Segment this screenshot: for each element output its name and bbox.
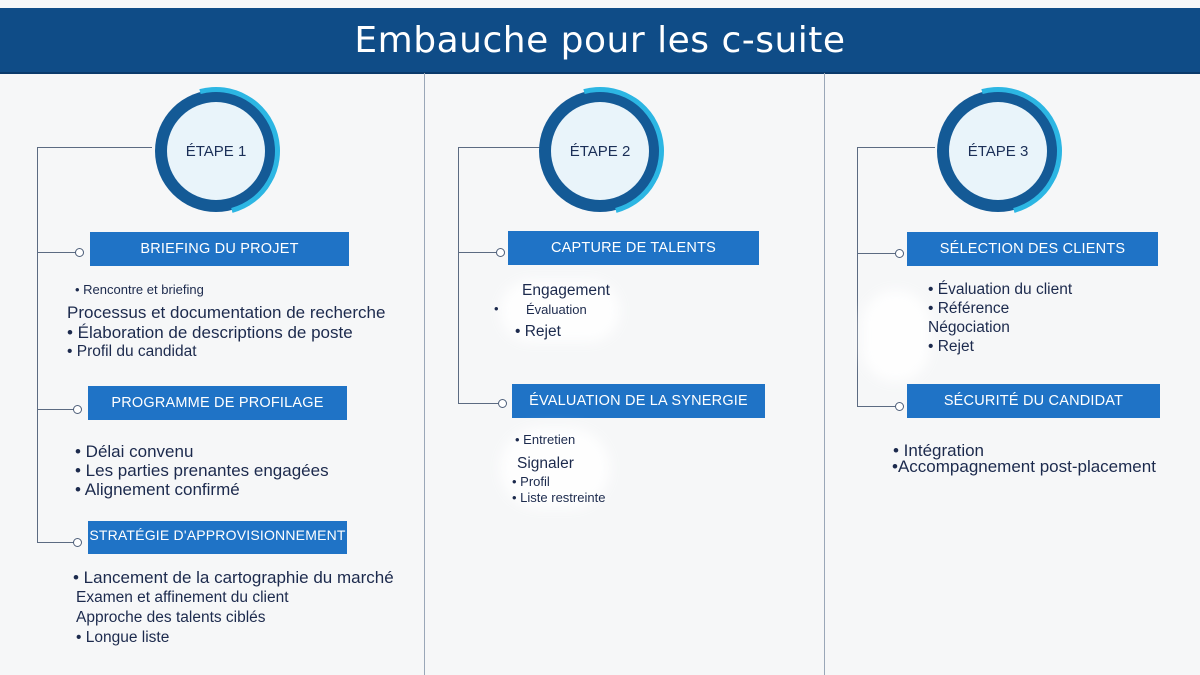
connector-horizontal [458,403,498,404]
connector-horizontal [37,542,75,543]
column-divider [424,73,425,675]
list-item: • Profil [512,474,550,489]
list-item: • Rencontre et briefing [75,282,204,297]
connector-node [73,538,82,547]
step-box-briefing: BRIEFING DU PROJET [90,232,349,266]
list-item: • [494,301,499,316]
list-item: • Rejet [515,323,561,340]
page-title: Embauche pour les c-suite [354,20,846,61]
list-item: • Intégration [893,441,985,460]
connector-horizontal [37,147,152,148]
list-item: Négociation [928,319,1010,336]
header-banner: Embauche pour les c-suite [0,8,1200,74]
connector-node [496,248,505,257]
list-item: • Longue liste [76,629,170,646]
list-item: • Les parties prenantes engagées [75,461,329,480]
list-item: • Entretien [515,432,576,447]
list-item: • Évaluation du client [928,281,1073,298]
step-box-approvisionnement: STRATÉGIE D'APPROVISIONNEMENT [88,521,347,554]
list-item: • Profil du candidat [67,343,197,360]
step-box-synergie: ÉVALUATION DE LA SYNERGIE [512,384,765,418]
list-item: Examen et affinement du client [76,589,289,606]
connector-horizontal [37,409,75,410]
connector-node [498,399,507,408]
connector-horizontal [857,253,895,254]
connector-horizontal [37,252,77,253]
stage-circle: ÉTAPE 1 [128,63,304,239]
list-item: • Liste restreinte [512,490,606,505]
connector-horizontal [458,147,540,148]
connector-node [75,248,84,257]
connector-node [895,249,904,258]
list-item: • Rejet [928,338,974,355]
smear-overlay [500,280,620,342]
connector-horizontal [458,252,496,253]
step-box-capture: CAPTURE DE TALENTS [508,231,759,265]
connector-horizontal [857,406,895,407]
stage-label: ÉTAPE 2 [551,102,649,200]
connector-vertical [857,147,858,406]
connector-node [895,402,904,411]
connector-vertical [37,147,38,542]
connector-horizontal [857,147,935,148]
list-item: • Référence [928,300,1010,317]
list-item: Engagement [522,282,610,299]
step-box-selection: SÉLECTION DES CLIENTS [907,232,1158,266]
list-item: Processus et documentation de recherche [67,303,386,322]
smear-overlay [862,290,930,382]
stage-label: ÉTAPE 3 [949,102,1047,200]
list-item: •Accompagnement post-placement [892,457,1156,476]
list-item: • Alignement confirmé [75,480,240,499]
list-item: Approche des talents ciblés [76,609,266,626]
list-item: • Élaboration de descriptions de poste [67,323,353,342]
smear-overlay [500,428,610,508]
list-item: • Délai convenu [75,442,194,461]
stage-circle: ÉTAPE 2 [512,63,688,239]
stage-circle: ÉTAPE 3 [910,63,1086,239]
stage-label: ÉTAPE 1 [167,102,265,200]
list-item: • Lancement de la cartographie du marché [73,568,394,587]
connector-node [73,405,82,414]
column-divider [824,73,825,675]
list-item: Évaluation [526,302,587,317]
list-item: Signaler [517,455,574,472]
step-box-securite: SÉCURITÉ DU CANDIDAT [907,384,1160,418]
step-box-profilage: PROGRAMME DE PROFILAGE [88,386,347,420]
connector-vertical [458,147,459,403]
